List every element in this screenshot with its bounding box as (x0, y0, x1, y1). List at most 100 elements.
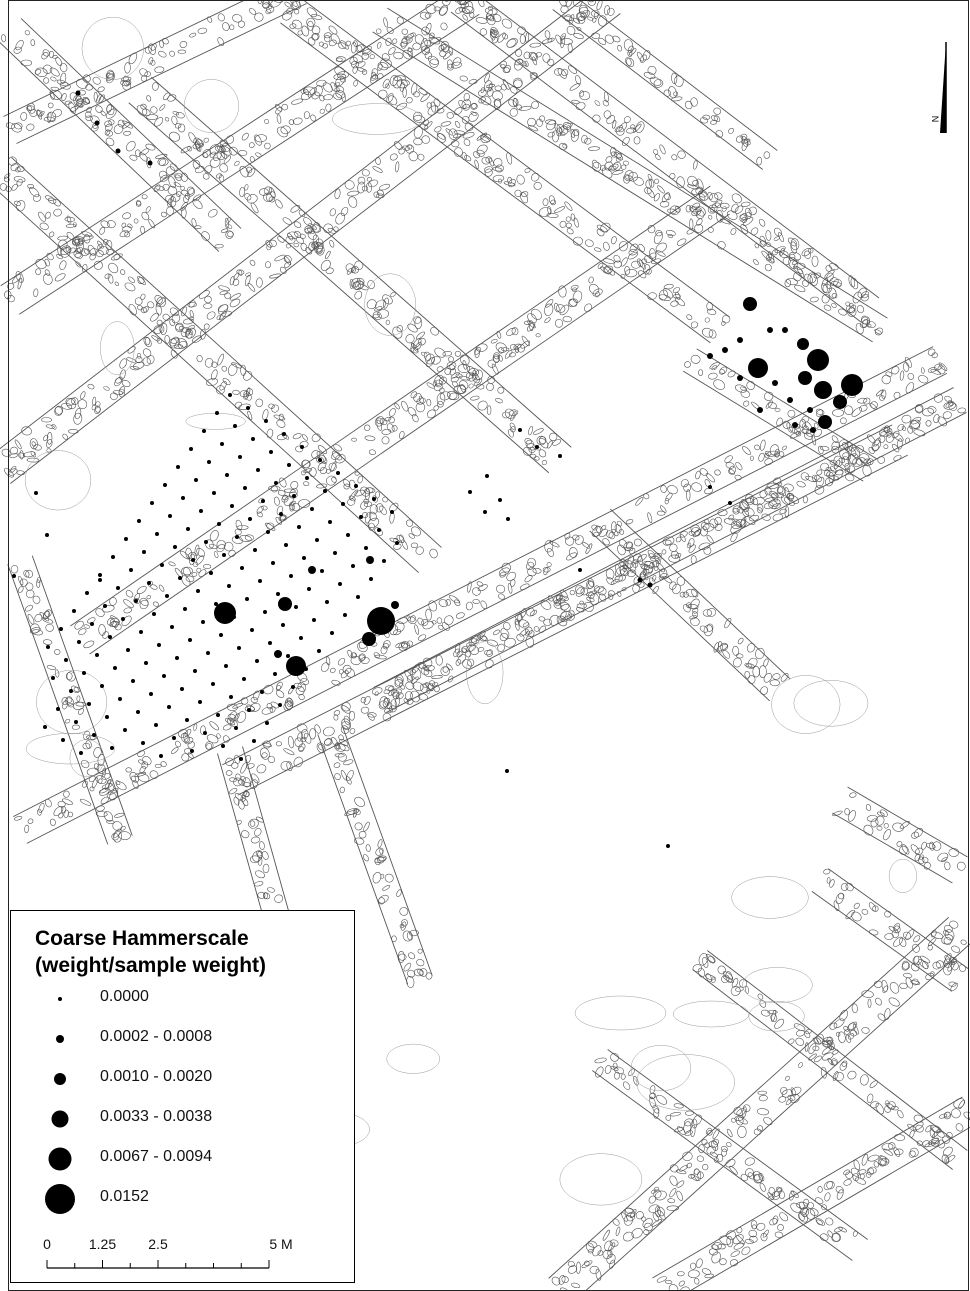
sample-point (59, 627, 63, 631)
legend-row: 0.0002 - 0.0008 (11, 1020, 354, 1058)
sample-point (307, 587, 311, 591)
sample-point (354, 484, 358, 488)
sample-point (188, 638, 192, 642)
wall-segment (652, 1096, 970, 1291)
sample-point (46, 645, 50, 649)
sample-point (772, 380, 778, 386)
sample-point (305, 476, 309, 480)
north-arrow-icon (940, 42, 947, 133)
legend-symbol (45, 1184, 75, 1214)
sample-point (797, 338, 809, 350)
contour-line (731, 876, 809, 919)
sample-point (108, 635, 112, 639)
sample-point (98, 573, 102, 577)
sample-point (121, 617, 125, 621)
sample-point (558, 454, 562, 458)
legend-symbol (56, 1035, 64, 1043)
sample-point (366, 556, 374, 564)
sample-point (506, 517, 510, 521)
wall-segment (7, 555, 133, 845)
sample-point (286, 656, 306, 676)
sample-point (282, 432, 286, 436)
sample-point (168, 514, 172, 518)
wall-segment (280, 0, 731, 344)
sample-point (94, 120, 100, 126)
sample-point (162, 674, 166, 678)
sample-point (807, 407, 813, 413)
sample-point (235, 535, 239, 539)
legend-row: 0.0010 - 0.0020 (11, 1060, 354, 1098)
wall-segment (450, 0, 880, 323)
contour-line (574, 995, 667, 1031)
north-arrow: N (930, 38, 962, 138)
sample-point (369, 577, 373, 581)
sample-point (367, 607, 395, 635)
sample-point (792, 422, 798, 428)
sample-point (253, 548, 257, 552)
sample-point (175, 656, 179, 660)
sample-point (748, 358, 768, 378)
sample-point (261, 499, 265, 503)
legend-row: 0.0033 - 0.0038 (11, 1100, 354, 1138)
sample-point (126, 648, 130, 652)
sample-point (315, 538, 319, 542)
contour-line (386, 1043, 440, 1074)
sample-point (260, 690, 264, 694)
sample-point (276, 592, 280, 596)
sample-point (320, 569, 324, 573)
scale-label: 2.5 (148, 1236, 168, 1252)
contour-line (36, 669, 108, 735)
wall-segment (3, 0, 307, 144)
legend-label: 0.0002 - 0.0008 (100, 1028, 213, 1045)
sample-point (666, 844, 670, 848)
sample-point (318, 458, 322, 462)
legend-label: 0.0033 - 0.0038 (100, 1108, 213, 1125)
sample-point (220, 442, 224, 446)
sample-point (299, 636, 303, 640)
sample-point (209, 571, 213, 575)
sample-point (230, 504, 234, 508)
sample-point (483, 510, 487, 514)
sample-point (818, 415, 832, 429)
sample-point (173, 545, 177, 549)
sample-point (159, 754, 163, 758)
sample-point (198, 700, 202, 704)
sample-point (201, 620, 205, 624)
hammerscale-sample-points (12, 90, 863, 848)
sample-point (266, 530, 270, 534)
sample-point (163, 483, 167, 487)
sample-point (258, 579, 262, 583)
scale-label: 0 (43, 1236, 51, 1252)
sample-point (268, 641, 272, 645)
contour-line (25, 733, 115, 765)
sample-point (190, 749, 194, 753)
sample-point (157, 643, 161, 647)
wall-segment (592, 1049, 868, 1261)
wall-segment (372, 7, 888, 343)
sample-point (98, 578, 102, 582)
sample-point (284, 543, 288, 547)
sample-point (141, 741, 145, 745)
legend-label: 0.0000 (100, 988, 149, 1005)
sample-point (219, 633, 223, 637)
sample-point (310, 507, 314, 511)
sample-point (77, 640, 81, 644)
sample-point (129, 568, 133, 572)
sample-point (176, 465, 180, 469)
sample-point (167, 705, 171, 709)
sample-point (105, 715, 109, 719)
sample-point (43, 725, 47, 729)
sample-point (240, 566, 244, 570)
sample-point (170, 625, 174, 629)
wall-segment (832, 786, 968, 884)
sample-point (144, 661, 148, 665)
sample-point (79, 751, 83, 755)
contour-line (332, 103, 422, 135)
sample-point (56, 707, 60, 711)
sample-point (224, 664, 228, 668)
contour-line (748, 1000, 805, 1032)
sample-point (252, 739, 256, 743)
sample-point (69, 689, 73, 693)
contour-line (559, 1153, 643, 1206)
sample-point (229, 695, 233, 699)
